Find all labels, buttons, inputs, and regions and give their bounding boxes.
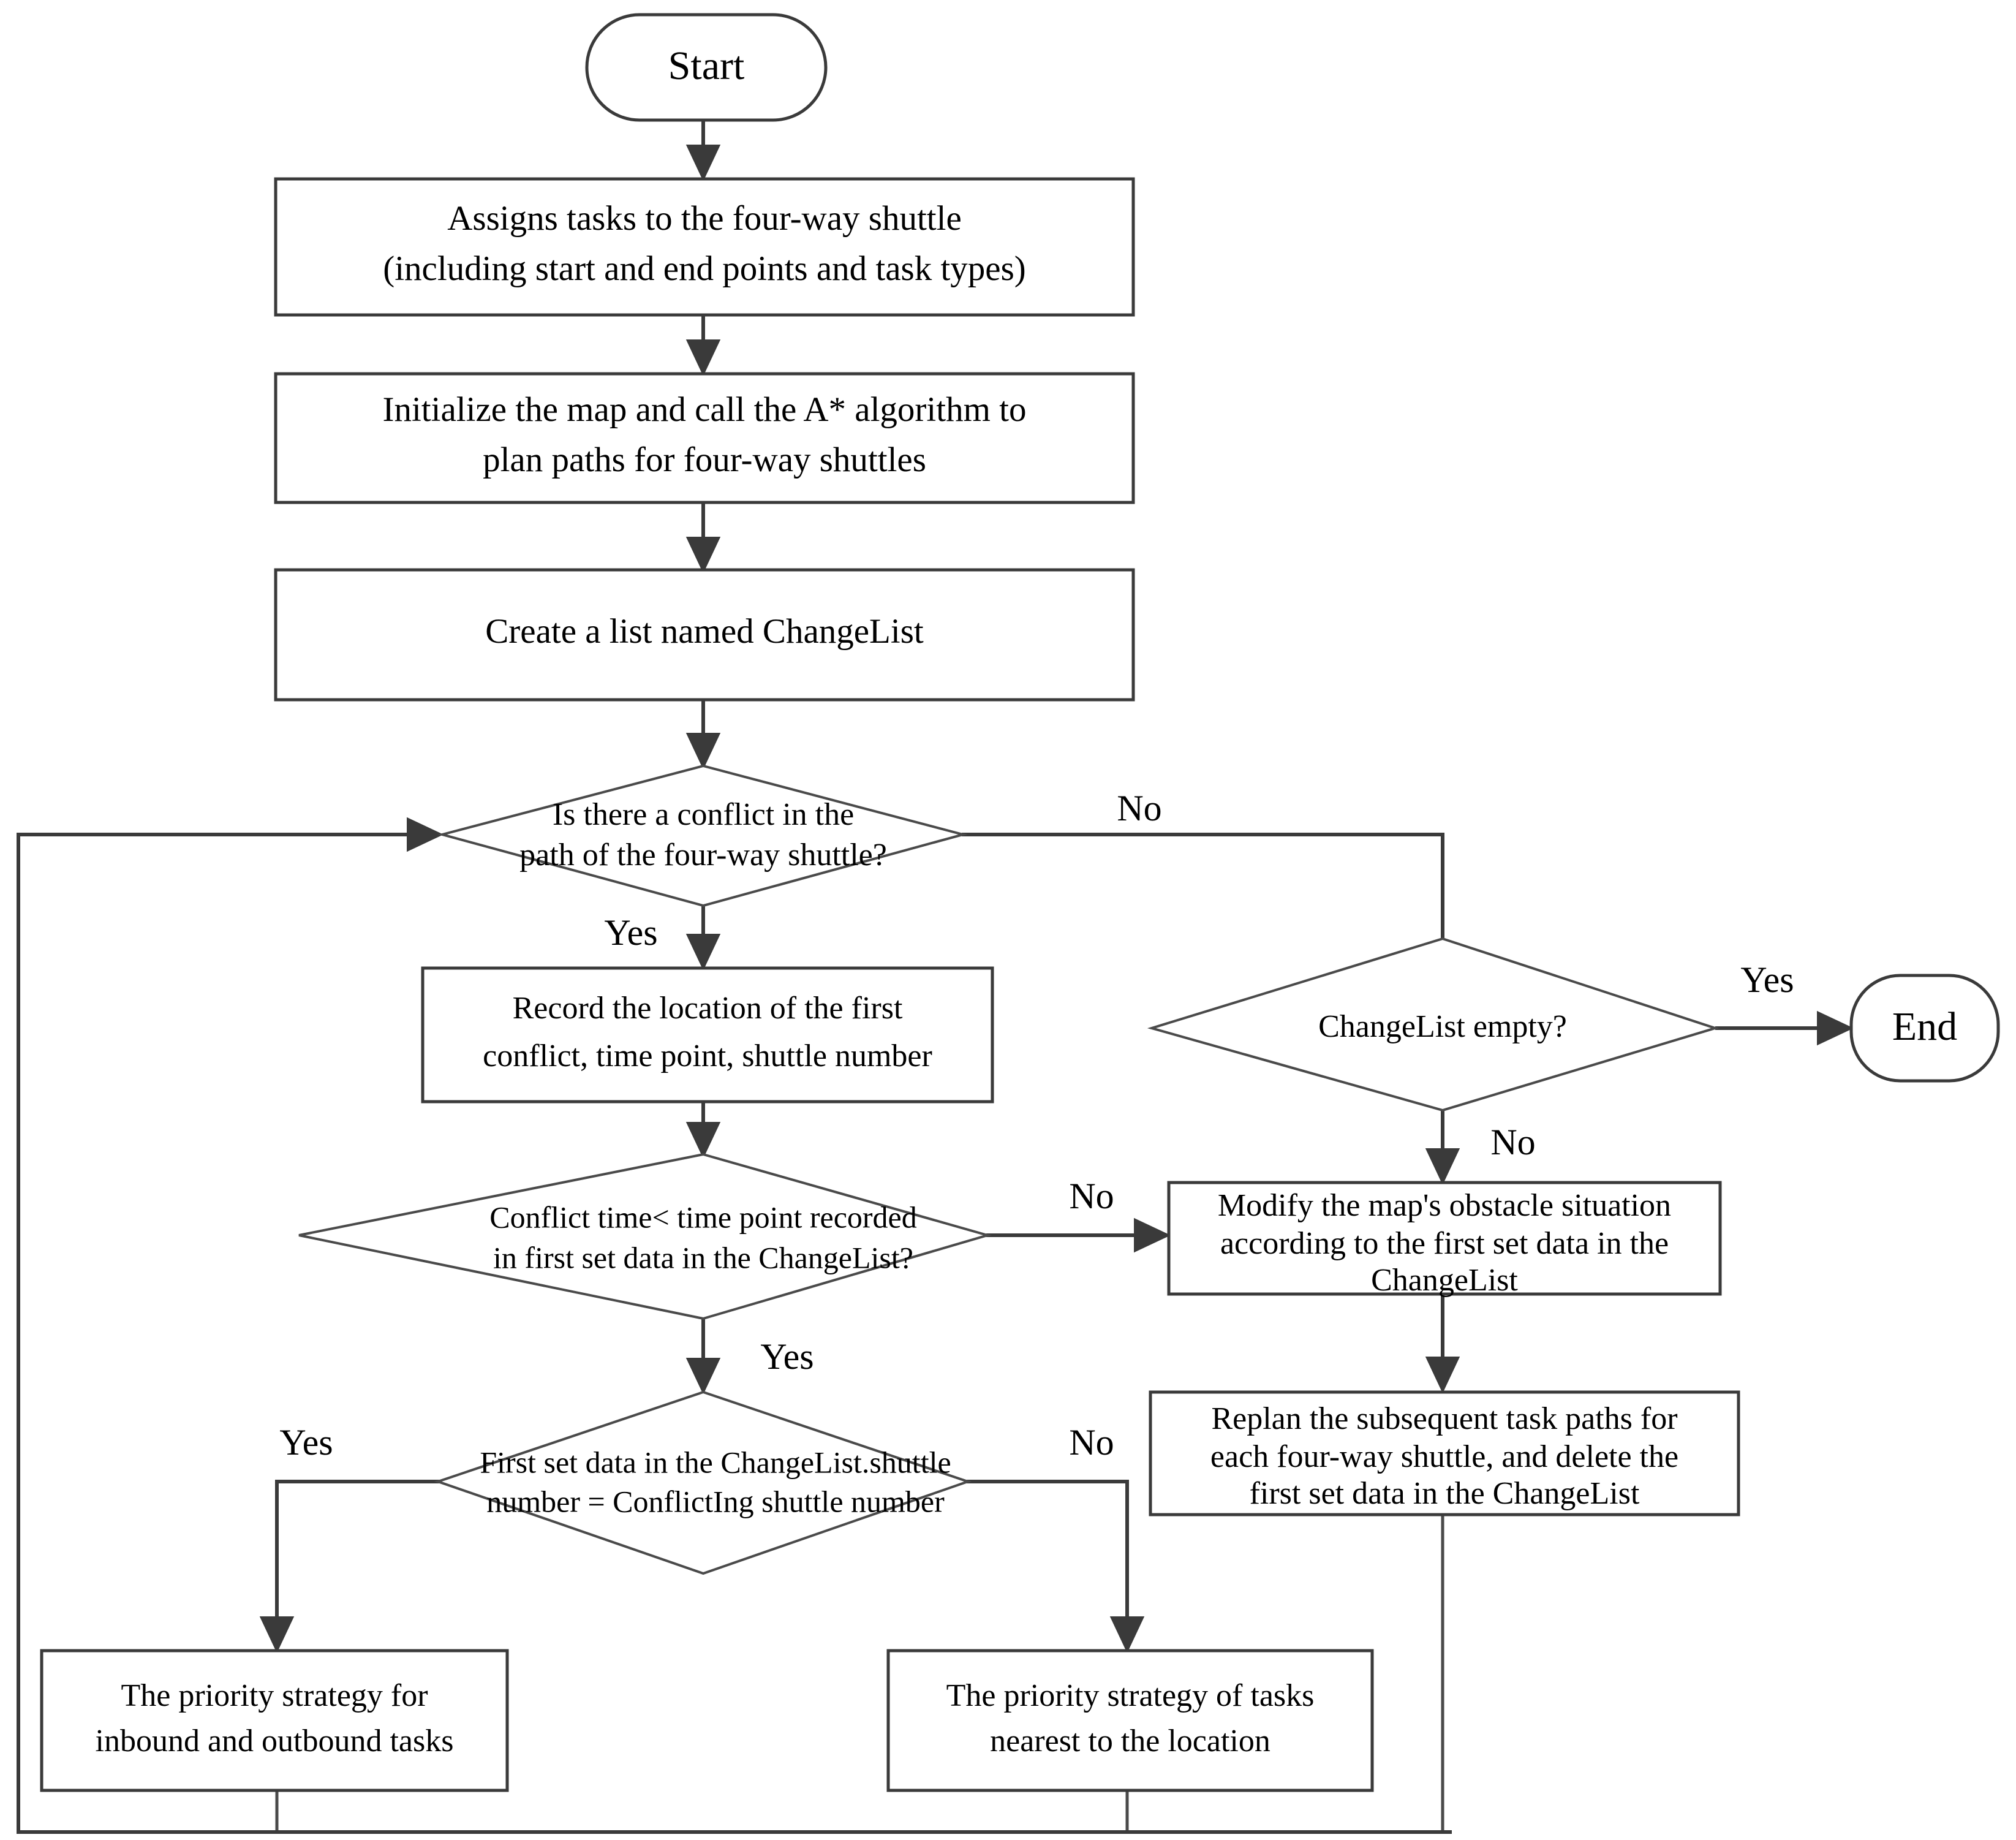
edge-label-shuttle-yes: Yes [279,1422,333,1463]
node-priority-nearest-line1: The priority strategy of tasks [946,1678,1315,1713]
node-record-conflict-line1: Record the location of the first [513,991,903,1026]
edge-label-conflict-time-no: No [1069,1176,1114,1216]
node-shuttle-number-check[interactable] [434,1390,972,1575]
node-conflict-check-line1: Is there a conflict in the [553,797,854,832]
node-assign-tasks-line2: (including start and end points and task… [383,249,1026,288]
node-create-list[interactable] [274,568,1135,702]
edge-label-conflict-yes: Yes [604,912,657,953]
edge-label-changelist-yes: Yes [1740,960,1794,1000]
node-modify-map-line2: according to the first set data in the [1220,1226,1669,1261]
node-shuttle-number-check-line2: number = ConflictIng shuttle number [486,1484,945,1518]
node-replan-paths-line3: first set data in the ChangeList [1250,1476,1640,1511]
node-modify-map[interactable] [1167,1181,1722,1296]
node-modify-map-line3: ChangeList [1371,1263,1518,1298]
node-priority-nearest-line2: nearest to the location [990,1724,1270,1759]
node-start-label: Start [668,44,745,88]
node-end-label: End [1892,1004,1957,1049]
edge-shuttle-no [967,1480,1145,1653]
node-record-conflict[interactable] [421,966,994,1104]
node-priority-nearest[interactable] [886,1649,1374,1792]
node-conflict-check-line2: path of the four-way shuttle? [519,838,887,873]
node-modify-map-line1: Modify the map's obstacle situation [1218,1188,1671,1223]
edge-shuttle-yes [259,1480,440,1653]
edge-feedback-loop [17,817,1452,1834]
node-init-map[interactable] [274,372,1135,504]
node-conflict-time-check[interactable] [298,1153,992,1320]
node-conflict-time-check-line1: Conflict time< time point recorded [489,1200,916,1234]
node-replan-paths[interactable] [1149,1390,1740,1516]
node-record-conflict-line2: conflict, time point, shuttle number [483,1039,932,1073]
node-changelist-empty-line1: ChangeList empty? [1318,1009,1567,1044]
node-replan-paths-line2: each four-way shuttle, and delete the [1210,1439,1678,1474]
node-priority-inbound-outbound[interactable] [40,1649,509,1792]
edge-label-conflict-no: No [1117,788,1161,828]
edge-label-conflict-time-yes: Yes [760,1336,814,1377]
node-init-map-line1: Initialize the map and call the A* algor… [382,390,1026,429]
edge-label-changelist-no: No [1490,1122,1535,1162]
node-priority-inbound-line2: inbound and outbound tasks [96,1724,454,1759]
node-assign-tasks-line1: Assigns tasks to the four-way shuttle [447,199,962,238]
node-conflict-check[interactable] [437,764,968,907]
node-priority-inbound-line1: The priority strategy for [121,1678,428,1713]
node-conflict-time-check-line2: in first set data in the ChangeList? [493,1240,913,1274]
node-assign-tasks[interactable] [274,177,1135,317]
node-changelist-empty[interactable] [1147,937,1720,1112]
node-create-list-line1: Create a list named ChangeList [485,612,924,651]
node-replan-paths-line1: Replan the subsequent task paths for [1211,1401,1677,1436]
node-start[interactable] [585,13,828,122]
node-shuttle-number-check-line1: First set data in the ChangeList.shuttle [480,1445,951,1479]
node-end[interactable] [1849,974,2000,1083]
node-init-map-line2: plan paths for four-way shuttles [483,441,926,479]
edge-label-shuttle-no: No [1069,1422,1114,1463]
